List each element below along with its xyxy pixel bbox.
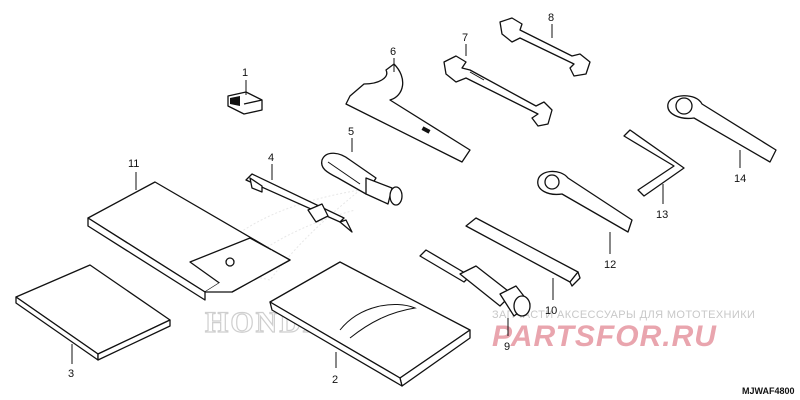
callout-7: 7 xyxy=(462,32,468,44)
watermark-caption: ЗАПЧАСТИ АКСЕССУАРЫ ДЛЯ МОТОТЕХНИКИ xyxy=(492,309,755,321)
part-14-ring-spanner xyxy=(667,95,777,163)
callout-1: 1 xyxy=(242,67,248,79)
part-4-screwdriver-bit xyxy=(245,173,353,233)
callout-3: 3 xyxy=(68,368,74,380)
callout-14: 14 xyxy=(734,173,746,185)
callout-4: 4 xyxy=(268,152,274,164)
part-8-open-wrench xyxy=(499,17,591,77)
part-7-open-wrench xyxy=(443,55,553,127)
callout-2: 2 xyxy=(332,374,338,386)
part-11-tool-bag xyxy=(87,181,291,301)
watermark-brand: PARTSFOR.RU xyxy=(492,320,717,353)
callout-12: 12 xyxy=(604,259,616,271)
callout-5: 5 xyxy=(348,126,354,138)
part-9-socket-wrench xyxy=(419,249,531,317)
diagram-code: MJWAF4800 xyxy=(742,386,795,396)
part-13-hex-key xyxy=(623,129,685,197)
part-12-ring-spanner xyxy=(537,170,633,233)
callout-6: 6 xyxy=(390,46,396,58)
part-2-manual-bag xyxy=(269,261,471,387)
part-1-clip xyxy=(227,91,263,115)
callout-9: 9 xyxy=(504,341,510,353)
callout-labels: 1 2 3 4 5 6 7 8 9 10 11 12 13 14 xyxy=(68,12,746,386)
callout-8: 8 xyxy=(548,12,554,24)
part-5-screwdriver-handle xyxy=(320,152,403,206)
callout-13: 13 xyxy=(656,209,668,221)
part-10-extension-bar xyxy=(465,217,581,287)
leader-lines xyxy=(71,24,741,368)
callout-11: 11 xyxy=(128,158,139,170)
part-3-booklet xyxy=(15,264,171,361)
callout-10: 10 xyxy=(545,305,557,317)
